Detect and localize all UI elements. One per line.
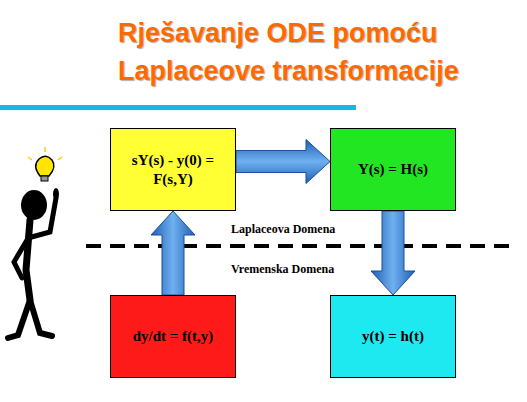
block-arrow	[371, 211, 415, 295]
domain-label: Laplaceova Domena	[231, 222, 335, 237]
block-arrow	[236, 140, 330, 184]
block-arrow	[151, 211, 195, 295]
domain-divider	[86, 244, 512, 248]
formula-box: dy/dt = f(t,y)	[110, 295, 236, 378]
formula-text: Y(s) = H(s)	[358, 160, 428, 179]
title-underline	[0, 105, 356, 110]
formula-box: sY(s) - y(0) = F(s,Y)	[110, 128, 236, 211]
formula-box: y(t) = h(t)	[330, 295, 456, 378]
formula-box: Y(s) = H(s)	[330, 128, 456, 211]
formula-text: dy/dt = f(t,y)	[133, 327, 214, 346]
thinking-figure	[8, 147, 62, 338]
formula-text: y(t) = h(t)	[362, 327, 424, 346]
slide-title: Rješavanje ODE pomoću Laplaceove transfo…	[118, 14, 488, 90]
domain-label: Vremenska Domena	[231, 262, 334, 277]
formula-text: sY(s) - y(0) = F(s,Y)	[117, 151, 229, 189]
